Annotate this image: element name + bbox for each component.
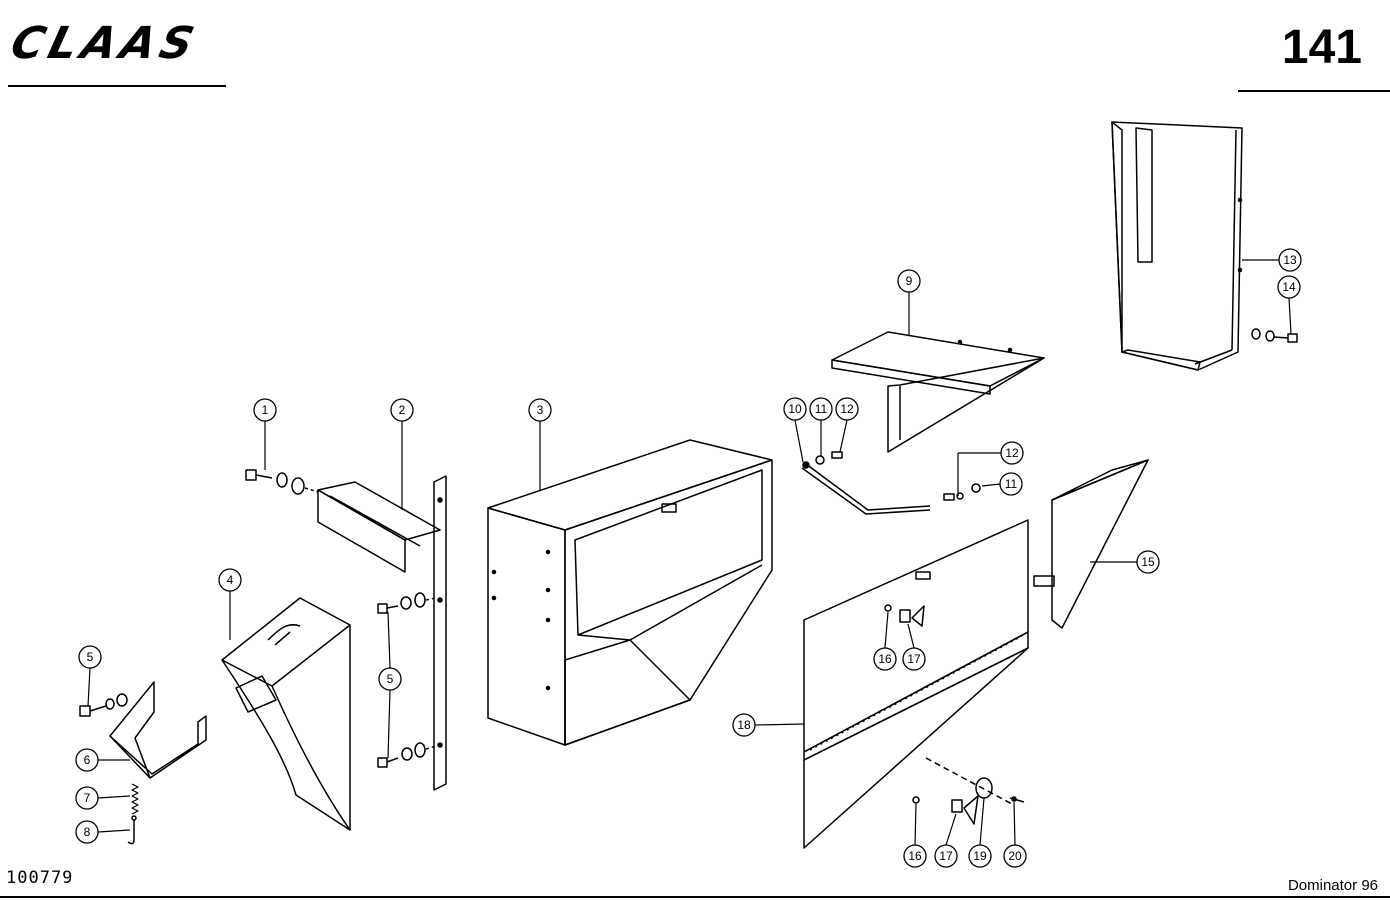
svg-text:3: 3 (537, 403, 544, 417)
svg-text:10: 10 (788, 402, 802, 416)
callout-4: 4 (218, 568, 242, 592)
callouts: 1 2 3 4 5 5 6 7 8 9 10 11 12 12 11 13 14… (75, 248, 1302, 868)
part-8-hook (127, 815, 137, 845)
callout-17-upper: 17 (902, 647, 926, 671)
callout-9: 9 (897, 269, 921, 293)
part-5-bolt-set-left (79, 693, 128, 717)
part-10-linkage-rod (801, 451, 981, 515)
callout-7: 7 (75, 786, 99, 810)
header-rule-right (1238, 90, 1390, 92)
svg-text:16: 16 (908, 849, 922, 863)
callout-16-lower: 16 (903, 844, 927, 868)
svg-text:9: 9 (906, 274, 913, 288)
svg-text:18: 18 (737, 718, 751, 732)
part-2-bracket (317, 475, 447, 791)
callout-20: 20 (1003, 844, 1027, 868)
callout-16-upper: 16 (873, 647, 897, 671)
page-number: 141 (1281, 21, 1362, 74)
part-13-rear-panel (1111, 121, 1243, 371)
callout-3: 3 (528, 398, 552, 422)
callout-10: 10 (783, 397, 807, 421)
svg-text:14: 14 (1282, 280, 1296, 294)
callout-12-right: 12 (1000, 441, 1024, 465)
leader-lines (87, 259, 1292, 846)
svg-text:12: 12 (1005, 446, 1019, 460)
drawing-number: 100779 (6, 868, 74, 888)
part-14-bolt-set (1251, 328, 1298, 343)
part-15-side-gusset (1033, 459, 1149, 629)
svg-text:15: 15 (1141, 555, 1155, 569)
svg-text:8: 8 (84, 825, 91, 839)
model-name: Dominator 96 (1287, 877, 1378, 894)
svg-text:2: 2 (399, 403, 406, 417)
callout-11-top: 11 (809, 397, 833, 421)
callout-18: 18 (732, 713, 756, 737)
header-rule-left (8, 85, 226, 87)
svg-text:11: 11 (815, 402, 828, 416)
svg-text:4: 4 (227, 573, 234, 587)
svg-text:16: 16 (878, 652, 892, 666)
part-16-17-latch-upper (884, 604, 925, 627)
footer-rule (0, 896, 1390, 898)
callout-6: 6 (75, 748, 99, 772)
part-6-small-bracket (109, 681, 207, 779)
part-16-20-latch-lower (912, 777, 1025, 825)
callout-13: 13 (1278, 248, 1302, 272)
svg-text:20: 20 (1008, 849, 1022, 863)
callout-17-lower: 17 (934, 844, 958, 868)
callout-11-right: 11 (999, 472, 1023, 496)
callout-19: 19 (968, 844, 992, 868)
callout-5-left: 5 (78, 645, 102, 669)
svg-text:6: 6 (84, 753, 91, 767)
svg-text:13: 13 (1283, 253, 1297, 267)
svg-text:17: 17 (939, 849, 953, 863)
callout-2: 2 (390, 398, 414, 422)
svg-text:5: 5 (87, 650, 94, 664)
part-18-hinged-door (803, 519, 1029, 849)
part-9-top-cover (831, 331, 1045, 453)
part-1-bolt-set (245, 469, 319, 495)
svg-text:17: 17 (907, 652, 921, 666)
callout-1: 1 (253, 398, 277, 422)
svg-text:7: 7 (84, 791, 91, 805)
callout-12-top: 12 (835, 397, 859, 421)
part-4-curved-hood (221, 597, 351, 831)
part-3-box-frame (487, 439, 773, 746)
part-5-bolt-set-lower (377, 742, 437, 768)
callout-14: 14 (1277, 275, 1301, 299)
part-7-spring (131, 783, 139, 815)
svg-text:11: 11 (1005, 477, 1018, 491)
svg-text:12: 12 (840, 402, 854, 416)
svg-text:19: 19 (973, 849, 987, 863)
callout-15: 15 (1136, 550, 1160, 574)
callout-5-center: 5 (378, 667, 402, 691)
part-5-bolt-set-upper (377, 592, 437, 614)
svg-text:5: 5 (387, 672, 394, 686)
callout-8: 8 (75, 820, 99, 844)
svg-text:1: 1 (262, 403, 269, 417)
